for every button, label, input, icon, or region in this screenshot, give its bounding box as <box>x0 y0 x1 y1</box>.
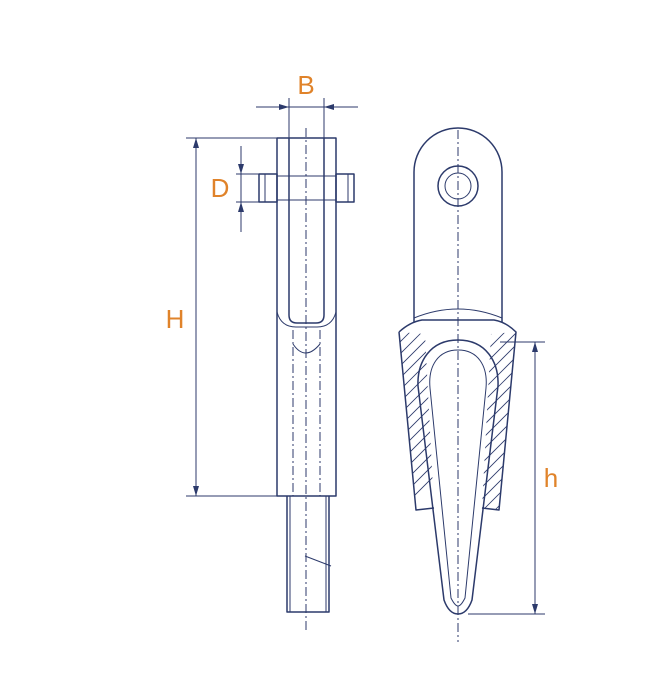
dimension-h-cone <box>468 341 545 615</box>
clevis-body <box>276 137 337 497</box>
socket-cone <box>398 319 517 511</box>
socket-eye-body <box>413 127 503 322</box>
pin-nut <box>335 173 355 203</box>
dimension-b <box>256 98 358 138</box>
dimension-h-cone-label: h <box>544 463 558 493</box>
front-view <box>398 127 517 642</box>
dimension-d-label: D <box>211 173 230 203</box>
dimension-h-total <box>186 137 277 497</box>
side-view <box>258 128 355 632</box>
wire-rope <box>286 496 330 613</box>
pin-head <box>258 173 278 203</box>
dimension-b-label: B <box>297 70 314 100</box>
dimension-d <box>236 146 259 232</box>
dimension-h-total-label: H <box>166 304 185 334</box>
